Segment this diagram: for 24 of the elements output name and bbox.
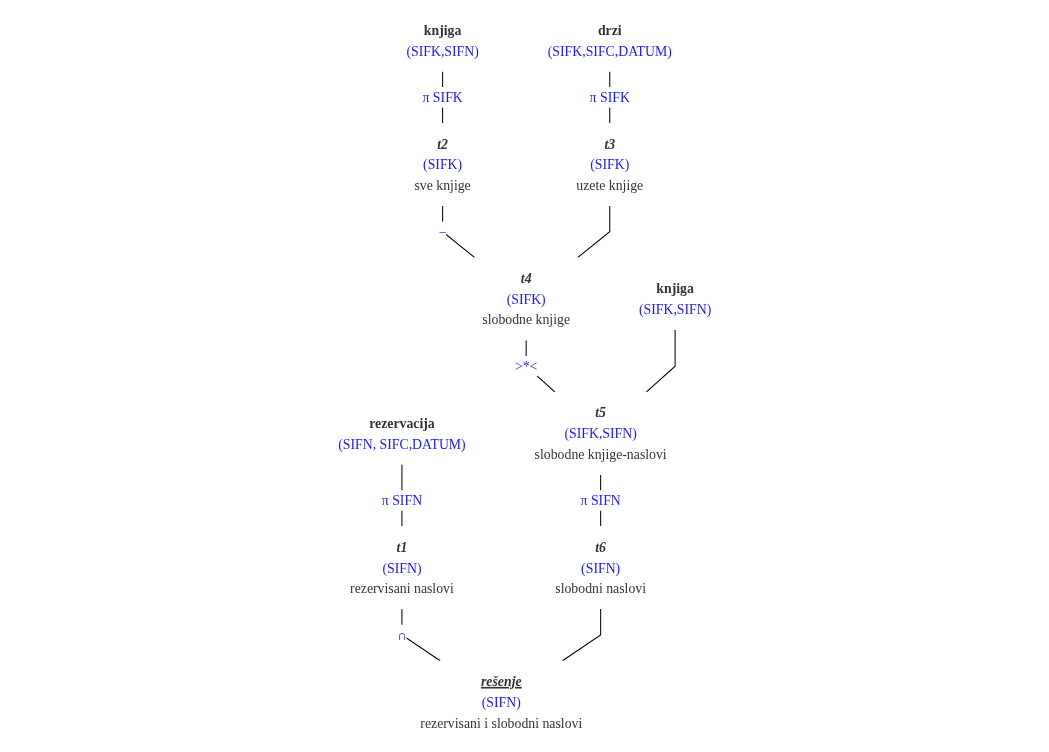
- node-text: knjiga (SIFK,SIFN): [638, 280, 712, 317]
- edge-label: >*<: [514, 358, 538, 374]
- connector: [561, 608, 601, 661]
- node-text: t1 (SIFN) rezervisani naslovi: [349, 538, 454, 596]
- node-text: t3 (SIFK) uzete knjige: [576, 135, 643, 193]
- edge-label: −: [438, 223, 447, 239]
- node-text: t4 (SIFK) slobodne knjige: [482, 270, 570, 327]
- node-text: rešenje (SIFN) rezervisani i slobodni naslovi: [420, 673, 583, 730]
- edge-label: π SIFK: [422, 89, 463, 105]
- node-text: t6 (SIFN) slobodni naslovi: [555, 538, 646, 596]
- node-text: t5 (SIFK,SIFN) slobodne knjige-naslovi: [534, 404, 667, 462]
- node-text: drzi (SIFK,SIFC,DATUM): [547, 22, 672, 58]
- node-text: rezervacija (SIFN, SIFC,DATUM): [337, 414, 466, 451]
- node-text: t2 (SIFK) sve knjige: [414, 135, 471, 193]
- connector: [645, 328, 676, 393]
- connector: [525, 339, 556, 393]
- node-text: knjiga (SIFK,SIFN): [406, 22, 479, 58]
- connector: [441, 204, 475, 258]
- connector: [401, 608, 441, 661]
- connector: [576, 204, 610, 258]
- edge-label: π SIFN: [381, 492, 422, 508]
- edge-label: ∩: [396, 626, 407, 643]
- edge-label: π SIFK: [589, 89, 630, 105]
- edge-label: π SIFN: [580, 492, 621, 508]
